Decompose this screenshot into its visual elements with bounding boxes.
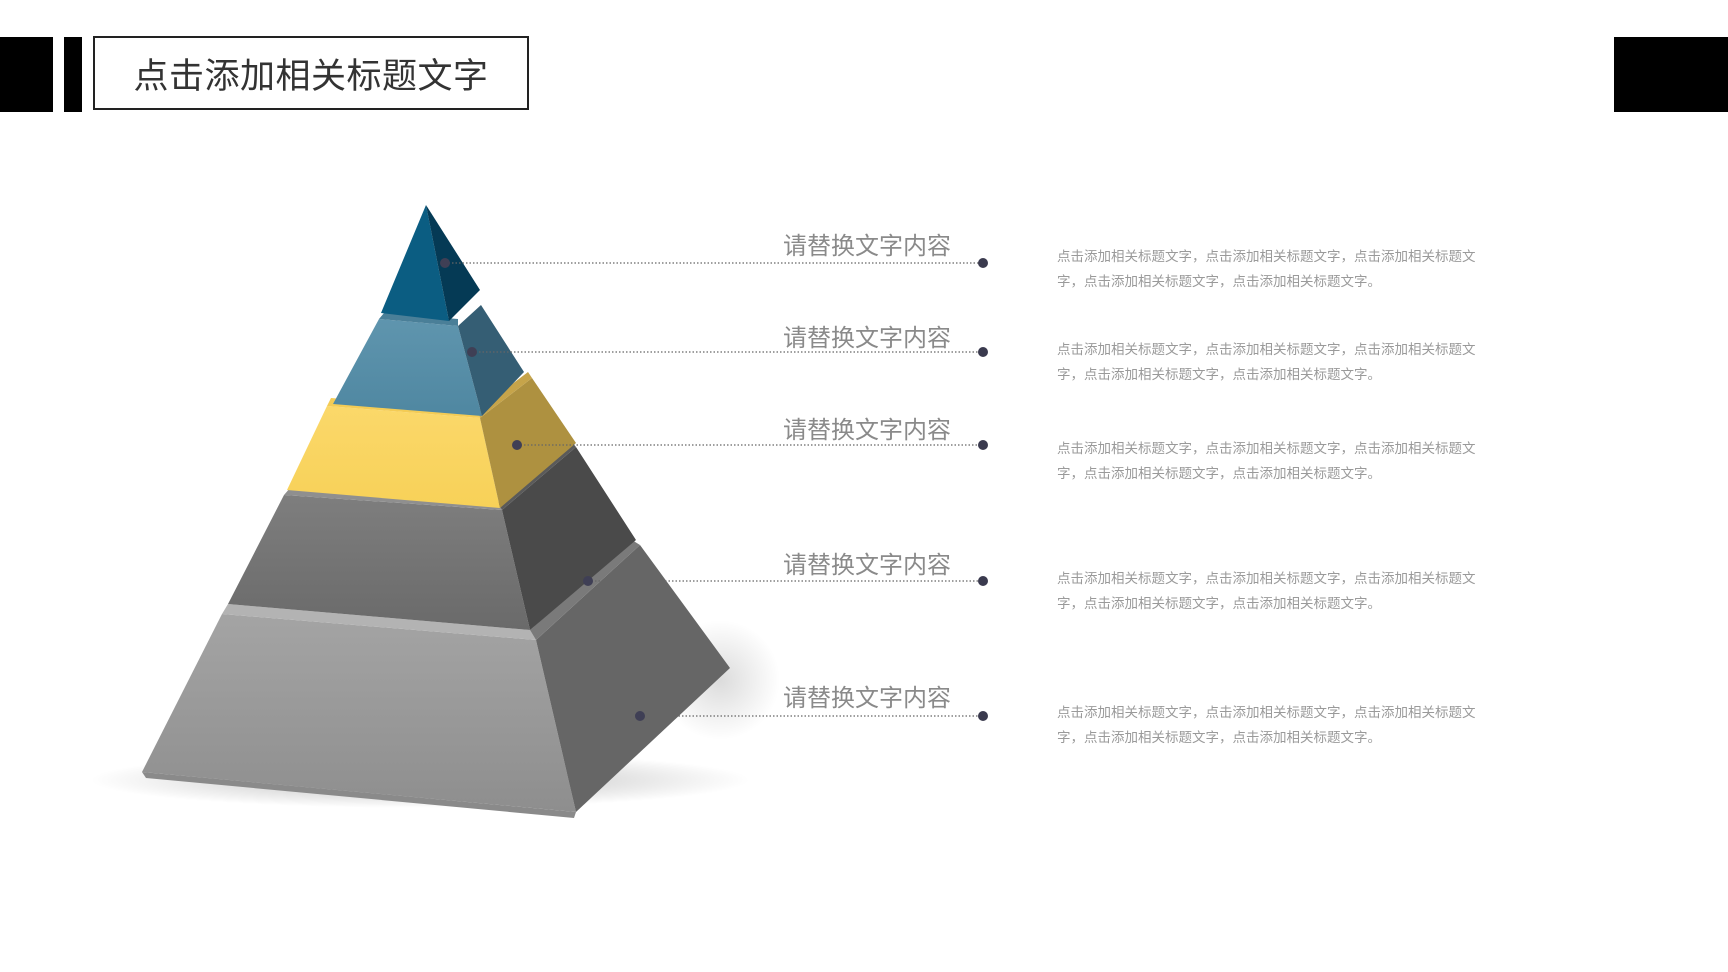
pyramid-level-1 — [381, 205, 480, 321]
right-accent-bar — [1614, 37, 1728, 112]
connector-start-dots — [440, 258, 645, 721]
connector-end-dots — [978, 258, 988, 721]
level-4-label[interactable]: 请替换文字内容 — [783, 551, 951, 579]
pyramid-level-3 — [287, 372, 576, 508]
pyramid-level-5 — [142, 540, 730, 818]
left-accent-bar — [0, 37, 53, 112]
level-3-description[interactable]: 点击添加相关标题文字，点击添加相关标题文字，点击添加相关标题文字，点击添加相关标… — [1057, 441, 1476, 482]
level-2-description[interactable]: 点击添加相关标题文字，点击添加相关标题文字，点击添加相关标题文字，点击添加相关标… — [1057, 342, 1476, 383]
left-thin-accent-bar — [64, 37, 82, 112]
level-1-description[interactable]: 点击添加相关标题文字，点击添加相关标题文字，点击添加相关标题文字，点击添加相关标… — [1057, 249, 1476, 290]
level-3-label[interactable]: 请替换文字内容 — [783, 416, 951, 444]
level-5-label[interactable]: 请替换文字内容 — [783, 684, 951, 712]
title-box[interactable]: 点击添加相关标题文字 — [93, 36, 529, 110]
level-5-description[interactable]: 点击添加相关标题文字，点击添加相关标题文字，点击添加相关标题文字，点击添加相关标… — [1057, 705, 1476, 746]
pyramid-level-2 — [333, 305, 524, 416]
level-1-label[interactable]: 请替换文字内容 — [783, 232, 951, 260]
level-4-description[interactable]: 点击添加相关标题文字，点击添加相关标题文字，点击添加相关标题文字，点击添加相关标… — [1057, 571, 1476, 612]
connector-lines — [445, 262, 983, 717]
page-title[interactable]: 点击添加相关标题文字 — [133, 56, 489, 97]
level-2-label[interactable]: 请替换文字内容 — [783, 324, 951, 352]
